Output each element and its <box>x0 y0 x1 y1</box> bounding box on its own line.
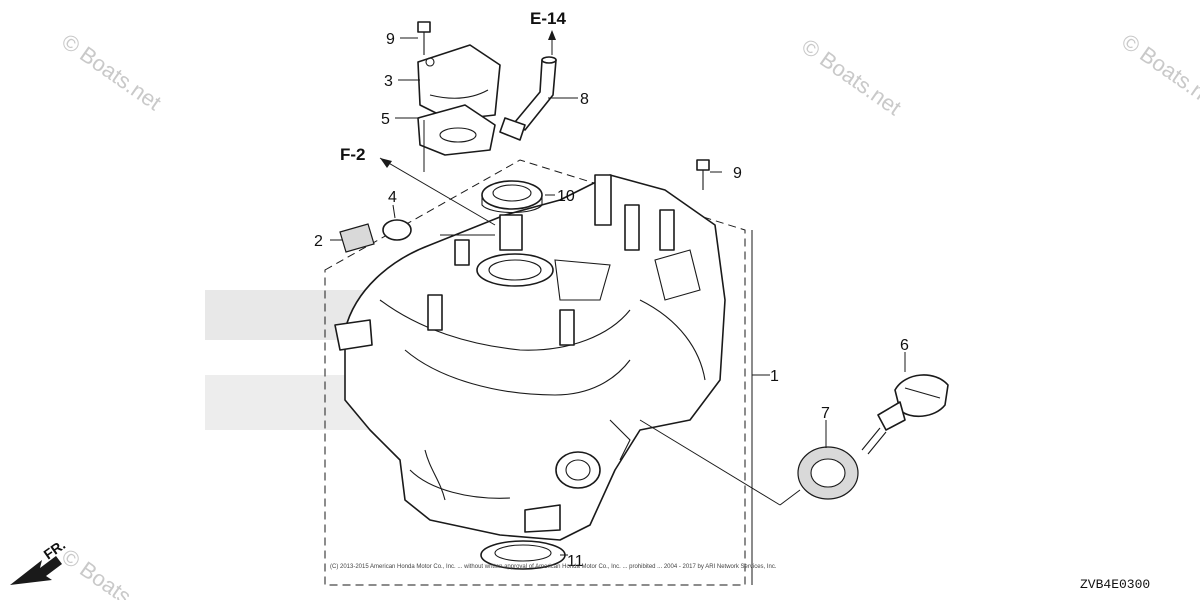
callout-2: 2 <box>314 233 323 250</box>
watermark-top-left: © Boats.net <box>57 29 166 116</box>
callout-9-right: 9 <box>733 165 742 182</box>
watermark-top-right: © Boats.net <box>1117 29 1200 116</box>
part-oil-cap-6 <box>861 374 949 455</box>
callout-11: 11 <box>567 553 584 570</box>
reference-f2: F-2 <box>340 145 366 164</box>
part-breather-tube-8 <box>499 56 557 141</box>
callout-10: 10 <box>557 188 575 205</box>
part-crankcase <box>334 174 726 541</box>
callout-9-top: 9 <box>386 31 395 48</box>
assembly-boundary <box>324 159 746 586</box>
leader-lines <box>330 30 906 585</box>
part-grommet-2 <box>339 223 375 253</box>
part-bolt-9-right <box>696 159 710 190</box>
part-cap-4 <box>382 219 412 241</box>
part-washer-7 <box>797 446 859 500</box>
part-gasket-5 <box>417 104 496 156</box>
callout-labels: 9 3 5 8 10 4 2 9 1 6 7 11 <box>314 31 909 570</box>
callout-4: 4 <box>388 189 397 206</box>
callout-6: 6 <box>900 337 909 354</box>
diagram-code: ZVB4E0300 <box>1080 577 1150 592</box>
callout-8: 8 <box>580 91 589 108</box>
part-bolt-9-top <box>417 21 431 55</box>
part-oil-seal-10 <box>481 180 543 213</box>
copyright-text: (C) 2013-2015 American Honda Motor Co., … <box>330 564 777 570</box>
front-direction-arrow-icon: FR. <box>10 536 68 585</box>
callout-7: 7 <box>821 405 830 422</box>
part-cover-plate-3 <box>417 44 501 121</box>
callout-3: 3 <box>384 73 393 90</box>
watermark-bottom-left: © Boats.net <box>57 544 166 600</box>
callout-5: 5 <box>381 111 390 128</box>
callout-1: 1 <box>770 368 779 385</box>
watermark-top-center: © Boats.net <box>797 34 906 121</box>
reference-e14: E-14 <box>530 9 566 28</box>
